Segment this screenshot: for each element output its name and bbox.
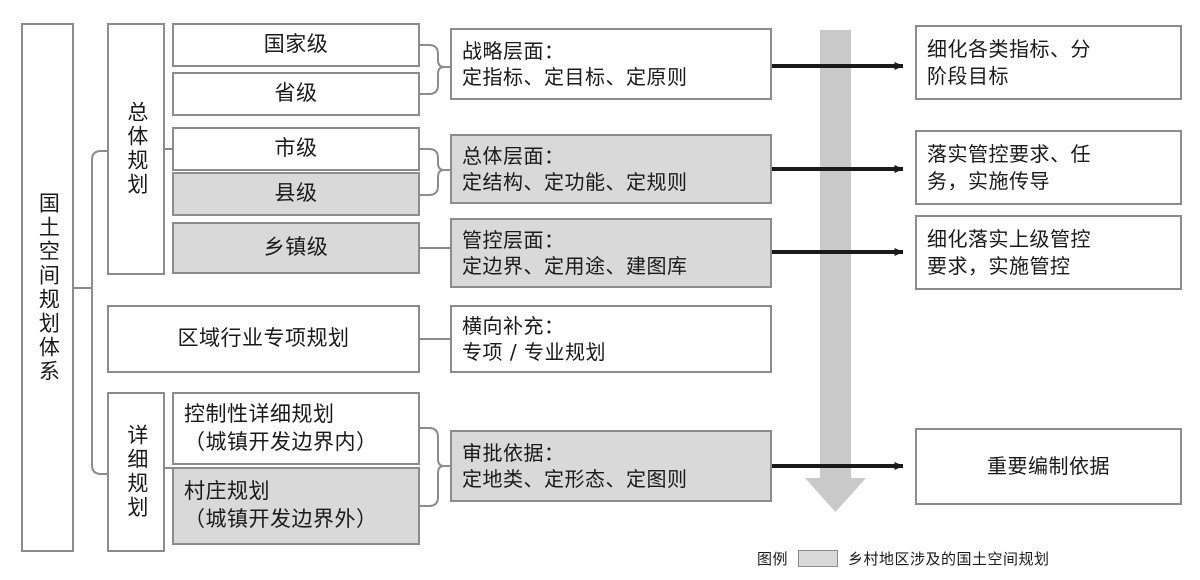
category-detailed-planning: 详细规划 <box>107 392 165 552</box>
level-node-municipal: 市级 <box>172 127 420 171</box>
result-node-refine-indicators: 细化各类指标、分 阶段目标 <box>915 25 1182 100</box>
phase-node-horizontal-supplement-line2: 专项 / 专业规划 <box>462 340 606 364</box>
level-node-provincial-label: 省级 <box>274 81 318 106</box>
phase-node-overall-level-line2: 定结构、定功能、定规则 <box>462 170 688 194</box>
phase-node-overall-level: 总体层面： 定结构、定功能、定规则 <box>450 134 772 204</box>
node-village-plan-line1: 村庄规划 <box>184 479 270 504</box>
phase-node-approval-basis-line1: 审批依据： <box>462 440 565 465</box>
phase-node-strategic: 战略层面： 定指标、定目标、定原则 <box>450 28 772 100</box>
level-node-township: 乡镇级 <box>172 222 420 274</box>
node-village-plan-line2: （城镇开发边界外） <box>184 507 378 531</box>
level-node-township-label: 乡镇级 <box>263 235 329 260</box>
result-node-implement-control-line1: 落实管控要求、任 <box>927 142 1091 167</box>
brace-levels-to-strategic <box>420 44 450 95</box>
flow-direction-arrow <box>805 30 866 512</box>
result-node-important-basis-label: 重要编制依据 <box>987 454 1110 479</box>
result-node-refine-upper-control-line1: 细化落实上级管控 <box>927 227 1091 252</box>
legend-title: 图例 <box>757 550 789 568</box>
category-detailed-planning-label: 详细规划 <box>124 424 149 520</box>
result-node-refine-upper-control: 细化落实上级管控 要求，实施管控 <box>915 215 1182 290</box>
phase-node-overall-level-line1: 总体层面： <box>462 143 565 168</box>
result-node-refine-indicators-line1: 细化各类指标、分 <box>927 37 1091 62</box>
result-node-implement-control-line2: 务，实施传导 <box>927 168 1050 193</box>
root-node-spatial-planning-system: 国土空间规划体系 <box>21 23 74 552</box>
node-regional-sector-special-plan: 区域行业专项规划 <box>107 305 420 373</box>
root-node-label: 国土空间规划体系 <box>36 191 61 384</box>
node-village-plan: 村庄规划 （城镇开发边界外） <box>172 467 420 545</box>
legend: 图例 乡村地区涉及的国土空间规划 <box>757 548 1050 569</box>
brace-root-to-categories <box>74 150 107 475</box>
node-regulatory-detailed-plan-line1: 控制性详细规划 <box>184 401 335 426</box>
phase-node-strategic-line1: 战略层面： <box>462 38 565 63</box>
level-node-municipal-label: 市级 <box>274 136 318 161</box>
node-regulatory-detailed-plan: 控制性详细规划 （城镇开发边界内） <box>172 392 420 465</box>
category-overall-planning-label: 总体规划 <box>124 101 149 197</box>
legend-description: 乡村地区涉及的国土空间规划 <box>848 550 1050 568</box>
result-node-refine-upper-control-line2: 要求，实施管控 <box>927 253 1071 278</box>
phase-node-control-level-line2: 定边界、定用途、建图库 <box>462 254 688 278</box>
result-node-important-basis: 重要编制依据 <box>915 428 1182 505</box>
result-node-refine-indicators-line2: 阶段目标 <box>927 63 1009 88</box>
node-regional-sector-special-plan-label: 区域行业专项规划 <box>177 326 350 351</box>
level-node-provincial: 省级 <box>172 72 420 116</box>
phase-node-control-level: 管控层面： 定边界、定用途、建图库 <box>450 218 772 288</box>
phase-node-strategic-line2: 定指标、定目标、定原则 <box>462 65 688 89</box>
gray-swatch-icon <box>798 550 839 567</box>
category-overall-planning: 总体规划 <box>107 23 165 275</box>
level-node-county: 县级 <box>172 172 420 216</box>
level-node-county-label: 县级 <box>274 181 318 206</box>
phase-node-control-level-line1: 管控层面： <box>462 227 565 252</box>
level-node-national-label: 国家级 <box>263 32 329 57</box>
phase-node-approval-basis: 审批依据： 定地类、定形态、定图则 <box>450 430 772 502</box>
phase-node-approval-basis-line2: 定地类、定形态、定图则 <box>462 467 688 491</box>
result-node-implement-control: 落实管控要求、任 务，实施传导 <box>915 130 1182 205</box>
level-node-national: 国家级 <box>172 23 420 67</box>
brace-levels-to-overall <box>420 148 450 196</box>
phase-node-horizontal-supplement: 横向补充： 专项 / 专业规划 <box>450 305 772 373</box>
phase-node-horizontal-supplement-line1: 横向补充： <box>462 313 565 338</box>
node-regulatory-detailed-plan-line2: （城镇开发边界内） <box>184 429 378 454</box>
brace-detailed-to-approval <box>420 427 450 507</box>
